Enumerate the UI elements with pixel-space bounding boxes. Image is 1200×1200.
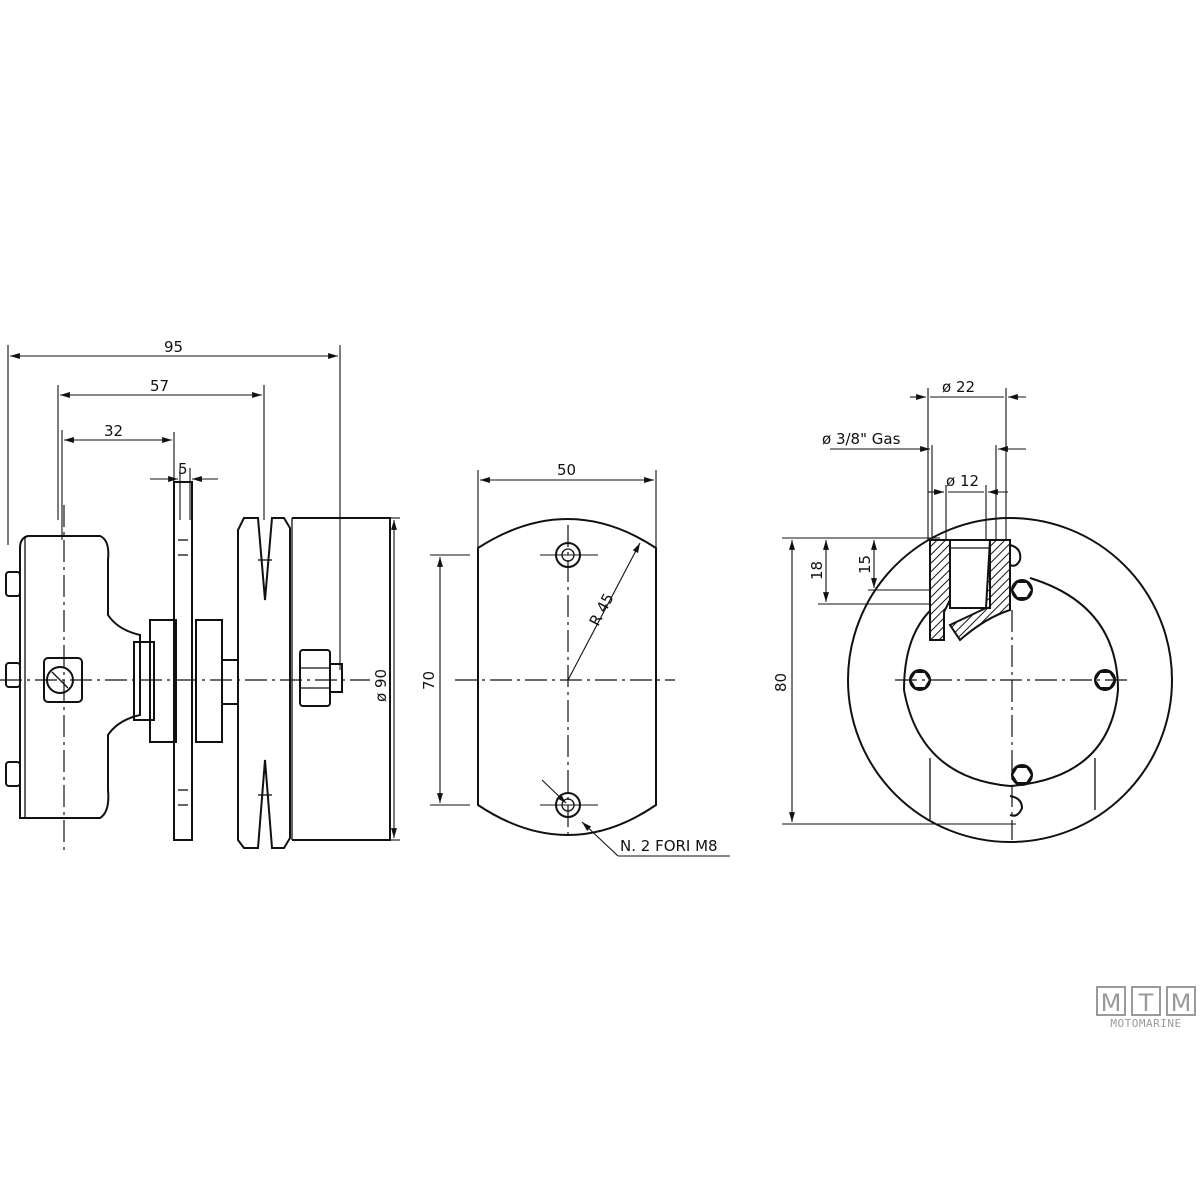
dim-pulley-label: 57 <box>150 377 169 395</box>
dim-overall-length: 95 <box>7 338 341 670</box>
dim-thread: ø 3/8" Gas <box>822 430 1026 540</box>
dim-plate-offset-label: 32 <box>104 422 123 440</box>
dim-pulley-offset: 57 <box>57 377 265 520</box>
dim-hole-spacing-label: 70 <box>420 671 438 690</box>
dim-hole-spacing: 70 <box>420 554 470 806</box>
dim-outer-port-label: ø 22 <box>942 378 975 396</box>
dim-height-label: 80 <box>772 673 790 692</box>
dim-plate-offset: 32 <box>61 422 175 540</box>
logo-text: MOTOMARINE <box>1110 1017 1182 1030</box>
logo-letter-t: T <box>1131 986 1161 1017</box>
dim-overall-label: 95 <box>164 338 183 356</box>
dim-inner-port-label: ø 12 <box>946 472 979 490</box>
flange-view: 50 70 R 45 N. 2 FORI M8 <box>420 461 730 857</box>
dim-port-depth-18-label: 18 <box>808 561 826 580</box>
dim-height: 80 <box>772 537 1016 825</box>
dim-thread-label: ø 3/8" Gas <box>822 430 901 448</box>
dim-flange-width-label: 50 <box>557 461 576 479</box>
dim-plate-thickness-label: 5 <box>178 460 188 478</box>
side-view: 95 57 32 5 <box>0 338 400 850</box>
dim-port-depth: 18 15 <box>808 537 940 605</box>
dim-flange-width: 50 <box>477 461 657 548</box>
dim-plate-thickness: 5 <box>150 460 218 520</box>
logo-letter-m1: M <box>1096 986 1126 1017</box>
dim-diameter-label: ø 90 <box>372 669 390 702</box>
logo-letter-m2: M <box>1166 986 1196 1017</box>
dim-outer-port: ø 22 <box>910 378 1026 540</box>
bolts <box>908 544 1117 817</box>
note-holes-label: N. 2 FORI M8 <box>620 837 718 855</box>
dim-port-depth-15-label: 15 <box>856 555 874 574</box>
note-holes: N. 2 FORI M8 <box>541 779 730 857</box>
dim-radius: R 45 <box>567 542 641 681</box>
front-view: ø 22 ø 3/8" Gas ø 12 18 15 <box>772 378 1173 843</box>
dim-radius-label: R 45 <box>586 590 618 629</box>
dim-diameter: ø 90 <box>372 517 400 841</box>
